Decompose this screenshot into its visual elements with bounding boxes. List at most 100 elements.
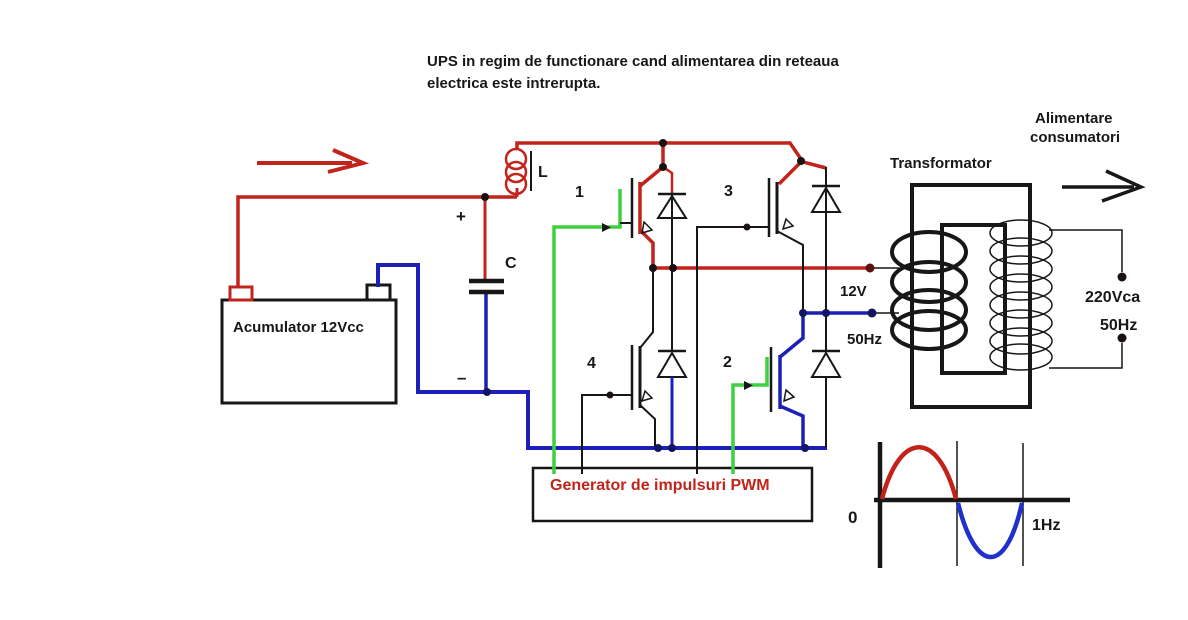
junction-dot	[654, 444, 662, 452]
gate-wire-igbt2-green	[731, 357, 769, 474]
junction-dot	[867, 308, 877, 318]
sine-zero-label: 0	[848, 508, 857, 527]
load-arrow-head	[1101, 169, 1146, 203]
primary-coil-turn	[890, 260, 968, 304]
junction-dot	[797, 157, 805, 165]
secondary-voltage-label: 220Vca	[1085, 289, 1140, 306]
secondary-frequency-label: 50Hz	[1100, 317, 1137, 334]
diagram-title: UPS in regim de functionare cand aliment…	[427, 53, 839, 92]
igbt3-number: 3	[724, 183, 733, 200]
inductor-coil-turn	[504, 160, 528, 184]
igbt4-collector	[639, 268, 654, 349]
diode4-triangle	[656, 351, 688, 378]
igbt2-arrow-icon	[783, 388, 796, 403]
junction-dot	[822, 309, 830, 317]
primary-coil-turn	[890, 309, 968, 351]
igbt4-emitter	[639, 404, 656, 448]
igbt3-arrow-icon	[781, 217, 795, 231]
diode-column-left	[656, 165, 688, 448]
pwm-box-label: Generator de impulsuri PWM	[550, 477, 770, 494]
diode2-triangle	[810, 351, 842, 378]
wire-dc-positive	[236, 195, 517, 287]
secondary-wire-bottom	[1049, 343, 1123, 369]
diode1-top-lead	[662, 165, 674, 193]
igbt1-number: 1	[575, 184, 584, 201]
battery: Acumulator 12Vcc	[220, 283, 398, 405]
diode1-triangle	[656, 194, 688, 219]
gate-arrow-icon	[602, 223, 611, 232]
sine-negative-half	[955, 502, 1025, 560]
igbt4-arrow-icon	[640, 389, 654, 403]
junction-dot	[743, 223, 751, 231]
primary-coil-turn	[890, 230, 968, 274]
secondary-coil-turn	[989, 309, 1053, 337]
igbt1-arrow-icon	[641, 220, 654, 235]
battery-box	[220, 298, 398, 405]
battery-negative-terminal	[365, 283, 392, 302]
secondary-output: 220Vca 50Hz	[1049, 229, 1140, 369]
junction-dot	[649, 264, 657, 272]
igbt2-emitter	[779, 404, 805, 448]
igbt3-collector	[777, 160, 803, 186]
diode-column-right	[810, 167, 842, 448]
secondary-coil-turn	[989, 219, 1053, 247]
junction-dot	[659, 163, 667, 171]
title-line-2: electrica este intrerupta.	[427, 75, 600, 92]
wire-top-bus	[515, 141, 827, 170]
battery-label: Acumulator 12Vcc	[233, 319, 364, 336]
transformer-core-outer	[910, 183, 1032, 409]
title-line-1: UPS in regim de functionare cand aliment…	[427, 53, 839, 70]
secondary-coil-turn	[989, 273, 1053, 301]
junction-dot	[865, 263, 875, 273]
secondary-coil-turn	[989, 237, 1053, 265]
junction-dot	[481, 193, 489, 201]
diode3-triangle	[810, 186, 842, 213]
igbt-4: 4	[587, 268, 656, 448]
junction-dots	[481, 139, 877, 452]
junction-dot	[799, 309, 807, 317]
igbt1-collector	[638, 143, 665, 188]
current-flow-arrow-icon	[257, 148, 370, 174]
igbt-2: 2	[723, 313, 805, 448]
junction-dot	[606, 391, 614, 399]
terminal-dot	[1117, 272, 1127, 282]
secondary-coil-turn	[989, 343, 1053, 371]
capacitor-label: C	[505, 255, 517, 272]
polarity-minus: –	[457, 368, 466, 387]
sine-frequency-label: 1Hz	[1032, 517, 1060, 534]
capacitor: C + –	[456, 207, 517, 387]
load-output: Alimentare consumatori	[1030, 110, 1146, 203]
sine-positive-half	[879, 445, 959, 500]
inverter-voltage-label: 12V	[840, 283, 867, 300]
secondary-coil-turn	[989, 327, 1053, 355]
pwm-generator: Generator de impulsuri PWM	[531, 466, 814, 523]
junction-dot	[483, 388, 491, 396]
secondary-coil-turn	[989, 291, 1053, 319]
inductor-label: L	[538, 164, 548, 181]
igbt-3: 3	[724, 160, 804, 313]
transformer: Transformator	[874, 155, 1053, 409]
junction-dot	[659, 139, 667, 147]
battery-positive-terminal	[228, 285, 254, 302]
junction-dot	[801, 444, 809, 452]
gate-arrow-icon	[744, 381, 753, 390]
igbt2-collector	[778, 313, 805, 359]
polarity-plus: +	[456, 207, 466, 226]
inverter-frequency-label: 50Hz	[847, 331, 882, 348]
terminal-dot	[1117, 333, 1127, 343]
igbt3-emitter	[776, 230, 804, 313]
pwm-box	[531, 466, 814, 523]
gate-wire-igbt4-black	[581, 394, 632, 474]
junction-dot	[669, 264, 677, 272]
flow-arrow-head	[327, 148, 370, 174]
wire-dc-negative-bus	[376, 263, 827, 450]
primary-coil-turn	[890, 288, 968, 332]
sine-wave-plot: 0 1Hz	[848, 441, 1070, 568]
igbt1-emitter	[638, 228, 655, 268]
igbt4-number: 4	[587, 355, 596, 372]
igbt2-number: 2	[723, 354, 732, 371]
secondary-coil-turn	[989, 255, 1053, 283]
load-label-line-1: Alimentare	[1035, 110, 1113, 127]
